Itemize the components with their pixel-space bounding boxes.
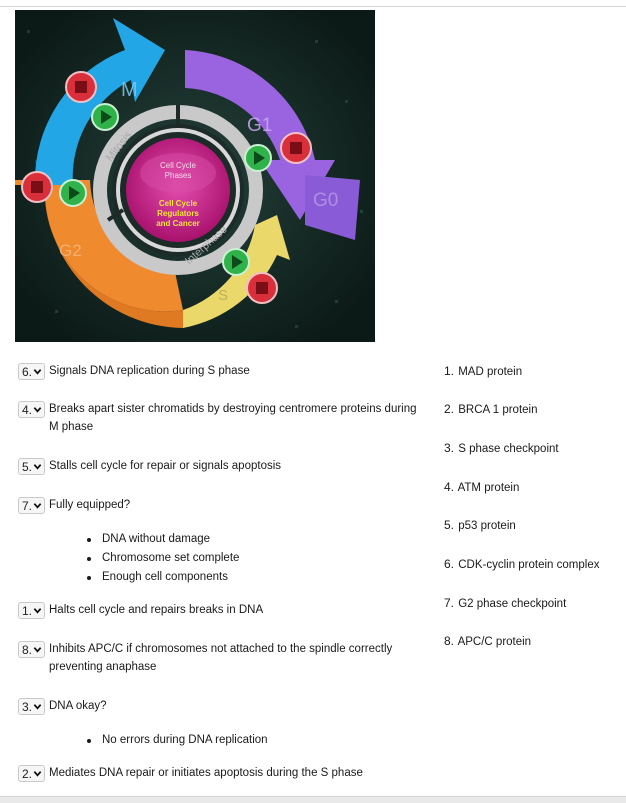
answer-number: 5. — [444, 518, 455, 532]
select-value: 4. — [21, 402, 32, 417]
answer-option-5: 5. p53 protein — [444, 517, 516, 534]
answer-text: APC/C protein — [457, 636, 532, 648]
chevron-down-icon — [33, 704, 42, 710]
phase-m-arc — [34, 18, 165, 185]
stop-marker-m — [65, 71, 97, 103]
answer-text: MAD protein — [458, 366, 523, 378]
answer-number: 1. — [444, 364, 455, 378]
label-g1: G1 — [247, 115, 272, 136]
answer-text: p53 protein — [458, 520, 516, 532]
chevron-down-icon — [33, 647, 42, 653]
stop-marker-g2 — [21, 171, 53, 203]
question-text: Stalls cell cycle for repair or signals … — [49, 460, 282, 472]
answer-select-8[interactable]: 2. — [18, 765, 45, 782]
label-g0: G0 — [313, 190, 338, 211]
chevron-down-icon — [33, 407, 42, 413]
chevron-down-icon — [33, 369, 42, 375]
answer-select-7[interactable]: 3. — [18, 698, 45, 715]
answer-number: 2. — [444, 402, 455, 416]
top-divider — [0, 6, 626, 7]
answer-option-2: 2. BRCA 1 protein — [444, 401, 537, 418]
question-text: DNA okay? — [49, 700, 107, 712]
phase-g0-arc — [305, 175, 360, 240]
answer-option-4: 4. ATM protein — [444, 479, 519, 496]
answer-number: 8. — [444, 634, 455, 648]
question-row-6: 8. Inhibits APC/C if chromosomes not att… — [18, 641, 428, 676]
go-marker-g1 — [244, 144, 272, 172]
label-s: S — [218, 287, 228, 304]
answer-text: S phase checkpoint — [458, 443, 559, 455]
phase-g1-arc — [185, 50, 335, 220]
select-value: 5. — [21, 459, 32, 474]
answer-option-7: 7. G2 phase checkpoint — [444, 595, 566, 612]
answer-select-6[interactable]: 8. — [18, 641, 45, 658]
inner-ring — [116, 128, 240, 252]
question-row-4: 7. Fully equipped? — [18, 497, 428, 514]
answer-option-6: 6. CDK-cyclin protein complex — [444, 556, 599, 573]
select-value: 7. — [21, 498, 32, 513]
cell-cycle-svg: M G1 G0 G2 S Mitosis Interphase Cell Cyc… — [15, 10, 375, 342]
stop-marker-g1 — [280, 132, 312, 164]
question-7-bullets: No errors during DNA replication — [87, 731, 418, 750]
answer-select-4[interactable]: 7. — [18, 497, 45, 514]
label-m: M — [121, 79, 138, 101]
question-row-1: 6. Signals DNA replication during S phas… — [18, 363, 428, 380]
question-text: Fully equipped? — [49, 499, 131, 511]
center-label-top-2: Phases — [165, 171, 192, 180]
answer-number: 7. — [444, 596, 455, 610]
bullet-item: Chromosome set complete — [87, 549, 418, 568]
bottom-divider — [0, 796, 626, 803]
chevron-down-icon — [33, 464, 42, 470]
question-4-bullets: DNA without damage Chromosome set comple… — [87, 530, 418, 587]
answer-text: CDK-cyclin protein complex — [458, 559, 600, 571]
question-row-7: 3. DNA okay? — [18, 698, 428, 715]
stop-marker-s — [246, 272, 278, 304]
answer-option-3: 3. S phase checkpoint — [444, 440, 559, 457]
select-value: 3. — [21, 699, 32, 714]
answer-text: BRCA 1 protein — [458, 404, 538, 416]
bullet-item: DNA without damage — [87, 530, 418, 549]
question-row-2: 4. Breaks apart sister chromatids by des… — [18, 401, 428, 436]
cell-cycle-diagram: M G1 G0 G2 S Mitosis Interphase Cell Cyc… — [15, 10, 375, 342]
chevron-down-icon — [33, 608, 42, 614]
chevron-down-icon — [33, 771, 42, 777]
question-text: Signals DNA replication during S phase — [49, 365, 250, 377]
bullet-item: No errors during DNA replication — [87, 731, 418, 750]
center-label-top-1: Cell Cycle — [160, 161, 197, 170]
phase-g2-arc — [15, 180, 183, 312]
select-value: 1. — [21, 603, 32, 618]
answer-option-1: 1. MAD protein — [444, 363, 522, 380]
answer-text: G2 phase checkpoint — [458, 598, 567, 610]
answer-number: 6. — [444, 557, 455, 571]
center-label-bottom-2: Regulators — [157, 209, 199, 218]
question-text: Inhibits APC/C if chromosomes not attach… — [49, 643, 393, 673]
select-value: 6. — [21, 364, 32, 379]
label-g2: G2 — [59, 241, 82, 260]
question-text: Mediates DNA repair or initiates apoptos… — [49, 767, 363, 779]
go-marker-s — [222, 248, 250, 276]
center-label-bottom-3: and Cancer — [156, 219, 200, 228]
question-text: Breaks apart sister chromatids by destro… — [49, 403, 417, 433]
select-value: 8. — [21, 642, 32, 657]
select-value: 2. — [21, 766, 32, 781]
answer-select-3[interactable]: 5. — [18, 458, 45, 475]
go-marker-g2 — [59, 179, 87, 207]
center-label-bottom-1: Cell Cycle — [159, 199, 198, 208]
question-text: Halts cell cycle and repairs breaks in D… — [49, 604, 264, 616]
answer-number: 3. — [444, 441, 455, 455]
question-row-3: 5. Stalls cell cycle for repair or signa… — [18, 458, 428, 475]
answer-select-5[interactable]: 1. — [18, 602, 45, 619]
question-row-5: 1. Halts cell cycle and repairs breaks i… — [18, 602, 428, 619]
chevron-down-icon — [33, 503, 42, 509]
answer-select-2[interactable]: 4. — [18, 401, 45, 418]
question-row-8: 2. Mediates DNA repair or initiates apop… — [18, 765, 428, 782]
answer-option-8: 8. APC/C protein — [444, 633, 531, 650]
go-marker-m — [91, 103, 119, 131]
answer-select-1[interactable]: 6. — [18, 363, 45, 380]
answer-number: 4. — [444, 480, 455, 494]
bullet-item: Enough cell components — [87, 568, 418, 587]
answer-text: ATM protein — [457, 482, 520, 494]
